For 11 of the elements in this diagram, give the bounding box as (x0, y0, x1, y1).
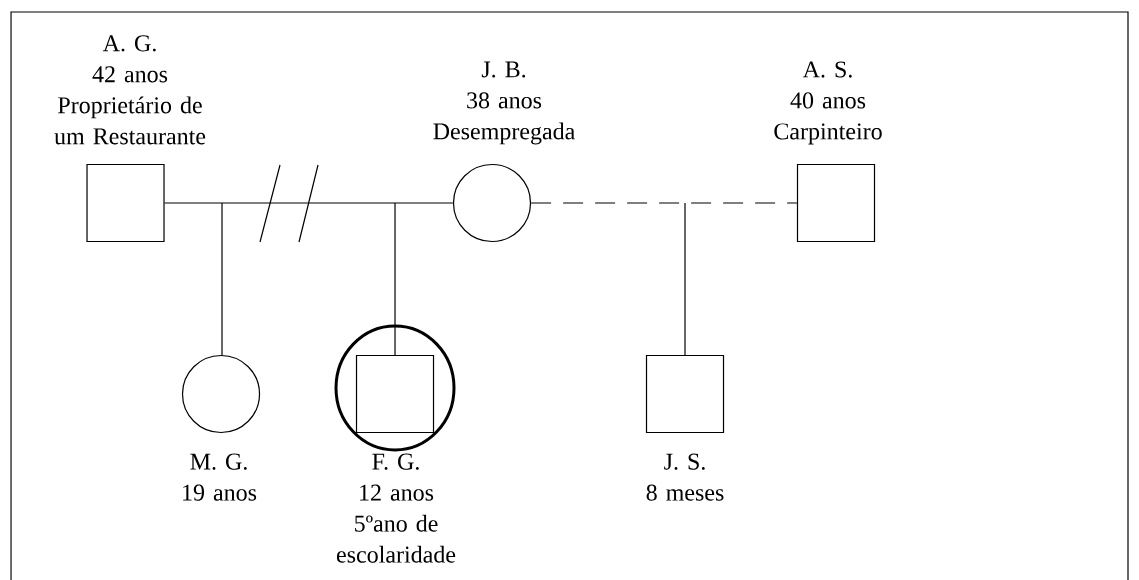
descent-line (221, 202, 223, 356)
person-label: M. G. 19 anos (183, 453, 257, 501)
descent-line (394, 202, 396, 356)
person-label: F. G. 12 anos 5ºano de escolaridade (337, 453, 456, 563)
person-label: A. S. 40 anos Carpinteiro (774, 61, 882, 145)
relationship-line (164, 202, 454, 204)
person-label: J. S. 8 meses (646, 453, 724, 501)
person-label: A. G. 42 anos Proprietário de um Restaurante (54, 35, 206, 145)
person-label: J. B. 38 anos Desempregada (433, 61, 575, 145)
descent-line (684, 202, 686, 356)
relationship-line (530, 202, 798, 204)
